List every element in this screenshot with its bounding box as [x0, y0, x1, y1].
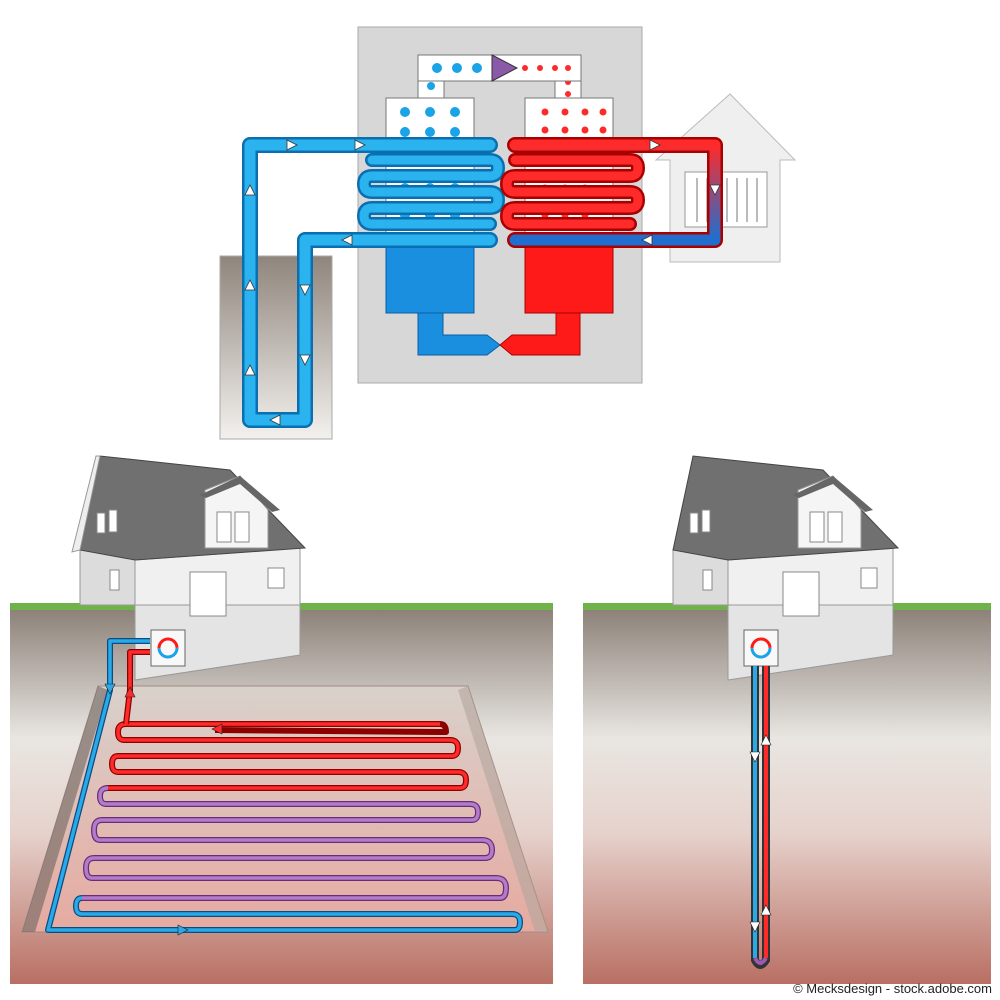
- image-credit: © Mecksdesign - stock.adobe.com: [793, 981, 992, 996]
- heat-pump-cycle-icon: [150, 629, 186, 667]
- compressor-pipe-icon: [417, 54, 582, 82]
- radiator-icon: [684, 171, 768, 228]
- heat-pump-schematic: [219, 26, 797, 440]
- vertical-borehole-scene: [583, 455, 991, 984]
- horizontal-collector-scene: [10, 455, 553, 984]
- flow-arrows: [244, 139, 721, 426]
- house-left: [71, 455, 307, 681]
- heat-pump-unit-right: [743, 629, 779, 667]
- borehole-arrows: [749, 734, 772, 933]
- borehole-section: [219, 255, 333, 440]
- collector-pipes: [45, 638, 523, 933]
- triangle-valve-icon: [417, 312, 581, 356]
- collector-arrows: [104, 683, 223, 936]
- house-right: [672, 455, 900, 681]
